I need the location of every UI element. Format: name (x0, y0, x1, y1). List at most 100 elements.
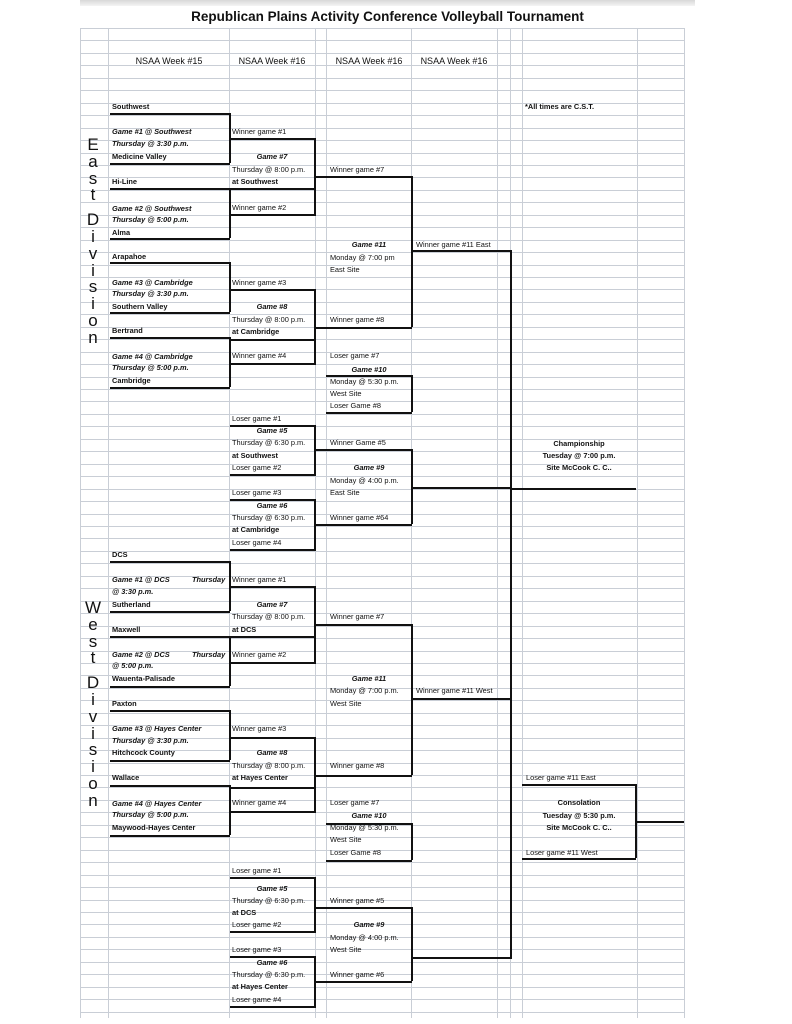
bracket-line (314, 956, 316, 1006)
bracket-line (230, 474, 316, 476)
grid-row-line (80, 1012, 684, 1013)
east-team-1: Southwest (112, 102, 150, 111)
grid-row-line (80, 451, 684, 452)
west-g6-bottom: Loser game #4 (232, 995, 282, 1004)
bracket-line (412, 250, 512, 252)
consolation-label: Consolation (557, 798, 601, 807)
bracket-line (229, 710, 231, 760)
east-g10-site: West Site (330, 389, 362, 398)
grid-row-line (80, 277, 684, 278)
east-g10-time: Monday @ 5:30 p.m. (330, 377, 399, 386)
grid-row-line (80, 439, 684, 440)
bracket-line (110, 262, 230, 264)
west-team-3: Maxwell (112, 625, 141, 634)
west-game1-day: Thursday (192, 575, 226, 584)
bracket-line (110, 760, 230, 762)
bracket-line (510, 250, 512, 700)
grid-row-line (80, 974, 684, 975)
grid-row-line (80, 414, 684, 415)
east-game3-time: Thursday @ 3:30 p.m. (112, 289, 189, 298)
west-division-letter: s (88, 740, 98, 760)
bracket-line (314, 289, 316, 363)
east-g8-top: Winner game #3 (232, 278, 287, 287)
east-winner11: Winner game #11 East (416, 240, 491, 249)
west-game2-label: Game #2 @ DCS (112, 650, 170, 659)
east-g5-top: Loser game #1 (232, 414, 282, 423)
bracket-line (326, 412, 412, 414)
grid-row-line (80, 401, 684, 402)
grid-row-line (80, 489, 684, 490)
east-g7-top: Winner game #1 (232, 127, 287, 136)
bracket-line (230, 188, 316, 190)
east-g6-top: Loser game #3 (232, 488, 282, 497)
west-g6-time: Thursday @ 6:30 p.m. (232, 970, 306, 979)
west-g7-label: Game #7 (256, 600, 288, 609)
east-division-letter: E (87, 135, 99, 154)
bracket-line (230, 549, 316, 551)
west-g8-top: Winner game #3 (232, 724, 287, 733)
east-team-6: Southern Valley (112, 302, 168, 311)
grid-row-line (80, 812, 684, 813)
page-title: Republican Plains Activity Conference Vo… (191, 9, 584, 24)
west-game3-label: Game #3 @ Hayes Center (112, 724, 202, 733)
bracket-line (230, 138, 316, 140)
grid-row-line (80, 850, 684, 851)
west-g6-label: Game #6 (256, 958, 288, 967)
west-team-7: Wallace (112, 773, 140, 782)
grid-row-line (80, 588, 684, 589)
west-g10-site: West Site (330, 835, 362, 844)
bracket-line (230, 877, 316, 879)
east-g8-label: Game #8 (256, 302, 288, 311)
east-g7-site: at Southwest (232, 177, 278, 186)
grid-row-line (80, 949, 684, 950)
bracket-line (314, 425, 316, 474)
bracket-line (316, 981, 412, 983)
west-division-letter: i (91, 757, 95, 777)
grid-row-line (80, 128, 684, 129)
bracket-line (229, 785, 231, 835)
east-g8-time: Thursday @ 8:00 p.m. (232, 315, 306, 324)
bracket-line (230, 787, 316, 789)
west-g6-site: at Hayes Center (232, 982, 288, 991)
west-g11-bottom: Winner game #8 (330, 761, 385, 770)
west-g7-bottom: Winner game #2 (232, 650, 287, 659)
west-division-letter: t (90, 648, 96, 668)
west-team-4: Wauenta-Palisade (112, 674, 175, 683)
grid-row-line (80, 825, 684, 826)
grid-row-line (80, 78, 684, 79)
west-g9-bottom: Winner game #6 (330, 970, 385, 979)
west-division-letter: i (91, 723, 95, 743)
east-division-letter: s (88, 168, 98, 188)
west-g10-label: Game #10 (351, 811, 387, 820)
west-g7-site: at DCS (232, 625, 257, 634)
grid-column-line (80, 28, 81, 1018)
west-game4-label: Game #4 @ Hayes Center (112, 799, 202, 808)
bracket-line (326, 823, 412, 825)
grid-row-line (80, 538, 684, 539)
grid-row-line (80, 426, 684, 427)
east-division-letter: i (91, 294, 95, 314)
bracket-line (230, 363, 316, 365)
grid-row-line (80, 476, 684, 477)
east-team-2: Medicine Valley (112, 152, 167, 161)
west-game4-time: Thursday @ 5:00 p.m. (112, 810, 189, 819)
west-division-letter: D (86, 673, 100, 693)
east-team-8: Cambridge (112, 376, 151, 385)
east-g6-label: Game #6 (256, 501, 288, 510)
east-division-letter: D (86, 210, 100, 230)
grid-row-line (80, 202, 684, 203)
bracket-line (316, 907, 412, 909)
grid-row-line (80, 862, 684, 863)
west-g5-bottom: Loser game #2 (232, 920, 282, 929)
bracket-line (316, 327, 412, 329)
east-g7-bottom: Winner game #2 (232, 203, 287, 212)
grid-row-line (80, 675, 684, 676)
east-g6-bottom: Loser game #4 (232, 538, 282, 547)
grid-row-line (80, 40, 684, 41)
grid-row-line (80, 688, 684, 689)
bracket-line (230, 499, 316, 501)
grid-row-line (80, 651, 684, 652)
grid-row-line (80, 227, 684, 228)
east-division-letter: a (88, 151, 98, 171)
bracket-line (110, 312, 230, 314)
